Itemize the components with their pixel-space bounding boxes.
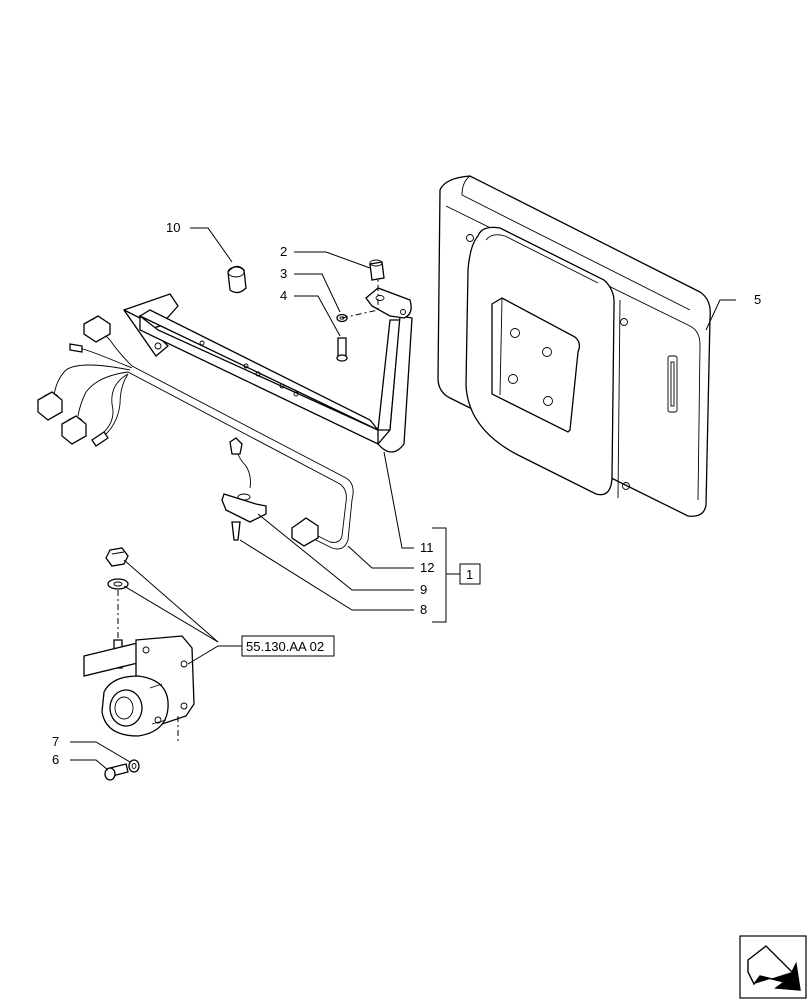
callout-11: 11 bbox=[420, 540, 434, 555]
leader-lines bbox=[70, 227, 736, 771]
callout-labels: 10 2 3 4 5 11 12 9 8 7 6 bbox=[52, 220, 761, 767]
connector-top-left bbox=[83, 315, 111, 343]
callout-2: 2 bbox=[280, 244, 287, 259]
mounting-bracket bbox=[122, 287, 413, 453]
callout-6: 6 bbox=[52, 752, 59, 767]
kit-reference-box: 1 bbox=[459, 563, 481, 585]
callout-4: 4 bbox=[280, 288, 287, 303]
cap-10 bbox=[227, 265, 247, 294]
connector-left-1 bbox=[37, 391, 63, 421]
callout-9: 9 bbox=[420, 582, 427, 597]
connector-bottom bbox=[291, 517, 319, 547]
reference-link[interactable]: 55.130.AA 02 bbox=[241, 635, 335, 657]
callout-10: 10 bbox=[166, 220, 180, 235]
callout-8: 8 bbox=[420, 602, 427, 617]
screw-4 bbox=[336, 337, 348, 362]
wiring-harness bbox=[37, 315, 354, 550]
washer-7 bbox=[128, 759, 140, 773]
switch-assembly bbox=[83, 547, 195, 744]
sensor bbox=[221, 437, 267, 541]
callout-5: 5 bbox=[754, 292, 761, 307]
callout-7: 7 bbox=[52, 734, 59, 749]
screw-6 bbox=[104, 763, 129, 781]
reference-link-label[interactable]: 55.130.AA 02 bbox=[246, 639, 324, 654]
display-monitor bbox=[437, 175, 711, 517]
callout-12: 12 bbox=[420, 560, 434, 575]
connector-left-2 bbox=[61, 415, 87, 445]
kit-number: 1 bbox=[466, 567, 473, 582]
next-page-arrow-icon[interactable] bbox=[739, 935, 807, 999]
spacer-2 bbox=[369, 259, 385, 281]
callout-3: 3 bbox=[280, 266, 287, 281]
